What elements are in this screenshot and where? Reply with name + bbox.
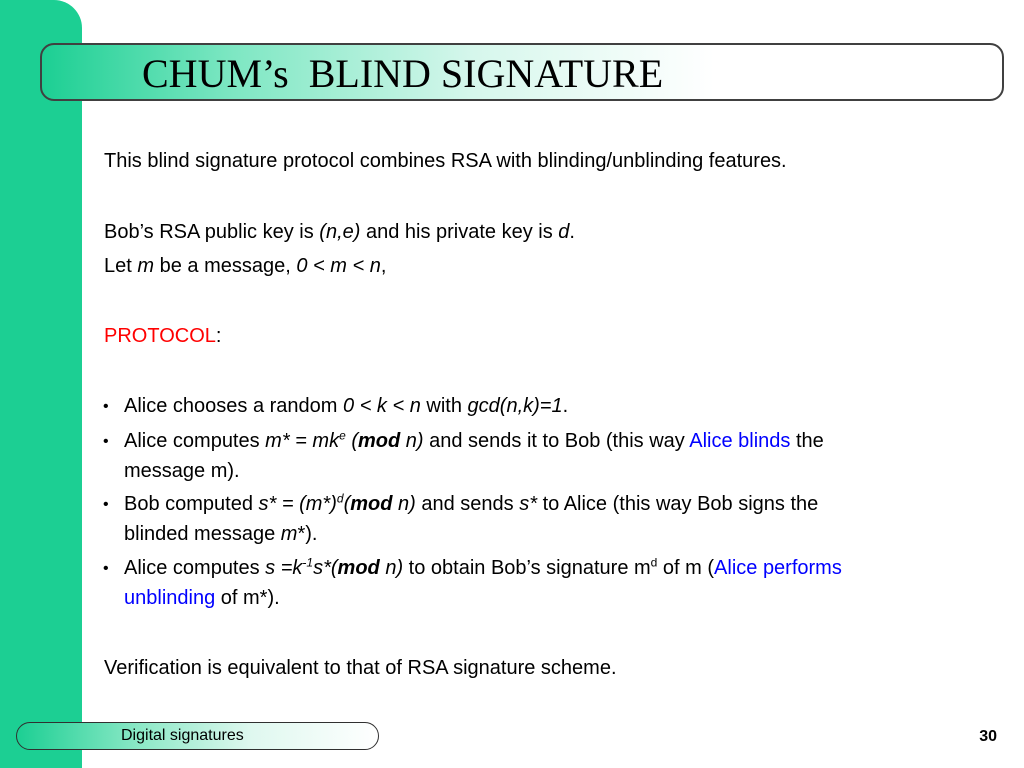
bullet-text: the — [790, 430, 824, 452]
math-expr: ( — [345, 430, 358, 452]
bullet-text: Bob computed — [124, 493, 259, 515]
bullet-text: Alice computes — [124, 430, 266, 452]
math-expr: n) — [400, 430, 424, 452]
highlight-performs: Alice performs — [714, 557, 842, 579]
footer-banner: Digital signatures — [16, 722, 379, 750]
bullet-4: Alice computes s =k-1s*(mod n) to obtain… — [124, 555, 842, 581]
math-superscript: e — [339, 428, 346, 443]
page-number: 30 — [979, 728, 997, 745]
public-key: (n,e) — [319, 221, 361, 243]
bullet-marker: • — [103, 560, 109, 577]
math-superscript: -1 — [302, 555, 314, 570]
bullet-marker: • — [103, 398, 109, 415]
bullet-2: Alice computes m* = mke (mod n) and send… — [124, 428, 824, 454]
keys-text: Bob’s RSA public key is — [104, 221, 320, 243]
bullet-2-cont: message m). — [124, 460, 240, 482]
protocol-label: PROTOCOL — [104, 325, 216, 347]
math-expr: s* — [519, 493, 538, 515]
math-expr: s*( — [313, 557, 338, 579]
math-expr: s* = (m*) — [258, 493, 337, 515]
math-expr: m* = mk — [265, 430, 340, 452]
math-expr: n) — [379, 557, 404, 579]
math-expr: n) — [392, 493, 416, 515]
message-text: , — [380, 255, 387, 277]
highlight-unblinding: unblinding — [124, 587, 216, 609]
bullet-marker: • — [103, 433, 109, 450]
bullet-text: Alice chooses a random — [124, 395, 344, 417]
message-var: m — [137, 255, 155, 277]
bullet-text: of m*). — [215, 587, 280, 609]
bullet-4-cont: unblinding of m*). — [124, 585, 280, 611]
message-text: be a message, — [154, 255, 297, 277]
bullet-text: and sends it to Bob (this way — [423, 430, 690, 452]
protocol-heading: PROTOCOL: — [104, 323, 221, 349]
bullet-text: blinded message — [124, 523, 281, 545]
bullet-text: with — [420, 395, 468, 417]
message-text: Let — [104, 255, 138, 277]
highlight-blinds: Alice blinds — [689, 430, 791, 452]
message-range: 0 < m < n — [296, 255, 381, 277]
left-accent-bar — [0, 0, 82, 768]
keys-text: and his private key is — [360, 221, 559, 243]
bullet-3: Bob computed s* = (m*)d(mod n) and sends… — [124, 491, 818, 517]
bullet-text: and sends — [415, 493, 520, 515]
keys-line: Bob’s RSA public key is (n,e) and his pr… — [104, 219, 575, 245]
intro-text: This blind signature protocol combines R… — [104, 150, 787, 172]
math-mod: mod — [357, 430, 401, 452]
math-expr: 0 < k < n — [343, 395, 421, 417]
bullet-text: of m ( — [657, 557, 715, 579]
math-mod: mod — [350, 493, 393, 515]
bullet-text: *). — [297, 523, 318, 545]
math-expr: gcd(n,k)=1 — [467, 395, 563, 417]
footer-label: Digital signatures — [121, 727, 244, 744]
math-expr: s =k — [265, 557, 303, 579]
bullet-3-cont: blinded message m*). — [124, 521, 317, 547]
bullet-1: Alice chooses a random 0 < k < n with gc… — [124, 393, 568, 419]
verification-text: Verification is equivalent to that of RS… — [104, 657, 617, 679]
math-expr: ( — [343, 493, 351, 515]
keys-text: . — [569, 221, 575, 243]
private-key: d — [558, 221, 570, 243]
bullet-text: Alice computes — [124, 557, 266, 579]
slide-title: CHUM’s BLIND SIGNATURE — [142, 51, 664, 96]
math-superscript: d — [336, 491, 344, 506]
title-banner: CHUM’s BLIND SIGNATURE — [40, 43, 1004, 101]
bullet-text: . — [562, 395, 569, 417]
bullet-text: to Alice (this way Bob signs the — [537, 493, 819, 515]
math-expr: m — [280, 523, 298, 545]
math-mod: mod — [337, 557, 380, 579]
math-superscript: d — [650, 555, 658, 570]
message-line: Let m be a message, 0 < m < n, — [104, 253, 386, 279]
protocol-colon: : — [215, 325, 222, 347]
bullet-text: to obtain Bob’s signature m — [403, 557, 651, 579]
bullet-marker: • — [103, 496, 109, 513]
